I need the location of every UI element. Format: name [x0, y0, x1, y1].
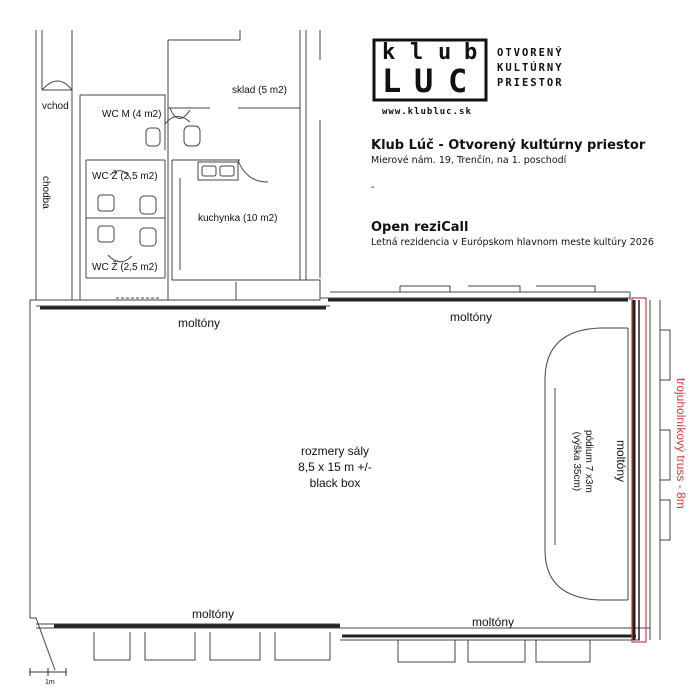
logo-url: www.klubluc.sk — [382, 107, 472, 117]
hall-label-line3: black box — [309, 476, 361, 490]
room-label-kuchynka: kuchynka (10 m2) — [198, 213, 278, 224]
podium-shape — [544, 327, 629, 601]
event-title: Open reziCall — [371, 220, 469, 235]
hall-label-line2: 8,5 x 15 m +/- — [298, 460, 372, 474]
info-address: Mierové nám. 19, Trenčín, na 1. poschodí — [371, 155, 567, 166]
podium-label-line2: (výška 35cm) — [571, 431, 582, 492]
podium-label-line1: pódium 7 x3m — [583, 430, 594, 493]
room-label-wc-z1: WC Ž (2,5 m2) — [92, 171, 158, 182]
logo-frame — [372, 38, 488, 102]
info-separator: - — [371, 182, 375, 193]
logo-letter-k: k — [382, 40, 396, 65]
podium-label: pódium 7 x3m (výška 35cm) — [570, 430, 594, 493]
info-title: Klub Lúč - Otvorený kultúrny priestor — [371, 138, 646, 153]
logo-letter-l: l — [410, 40, 424, 65]
room-label-wc-m: WC M (4 m2) — [102, 109, 162, 120]
logo-tagline-line: KULTÚRNY — [497, 62, 564, 74]
logo-letter-C: C — [448, 62, 468, 100]
logo-tagline: OTVORENÝ KULTÚRNY PRIESTOR — [497, 46, 564, 91]
logo-letter-b: b — [464, 40, 478, 65]
logo-letter-u: u — [438, 40, 452, 65]
curtain-label-top-right: moltóny — [450, 310, 493, 324]
hall-label-line1: rozmery sály — [300, 444, 369, 458]
room-label-chodba: chodba — [40, 176, 51, 209]
walls — [29, 30, 671, 671]
truss-label: trojuholníkový truss - 8m — [674, 378, 688, 509]
scale-bar — [29, 668, 67, 676]
event-subtitle: Letná rezidencia v Európskom hlavnom mes… — [371, 237, 654, 248]
curtain-label-top-left: moltóny — [178, 316, 221, 330]
curtain-label-bottom-left: moltóny — [192, 607, 235, 621]
truss-outline — [631, 297, 647, 643]
room-label-wc-z2: WC Ž (2,5 m2) — [92, 262, 158, 273]
logo-tagline-line: OTVORENÝ — [497, 47, 564, 59]
curtains — [40, 298, 640, 640]
club-logo: k l u b L U C — [372, 38, 488, 102]
room-label-sklad: sklad (5 m2) — [232, 85, 288, 96]
logo-tagline-line: PRIESTOR — [497, 77, 564, 89]
curtain-label-right: moltóny — [614, 440, 628, 483]
room-label-vchod: vchod — [42, 101, 69, 112]
logo-letter-U: U — [414, 62, 434, 100]
hall-dimensions-label: rozmery sály 8,5 x 15 m +/- black box — [270, 443, 400, 491]
scale-label: 1m — [45, 679, 55, 686]
curtain-label-bottom-right: moltóny — [472, 615, 515, 629]
logo-letter-L: L — [382, 62, 402, 100]
